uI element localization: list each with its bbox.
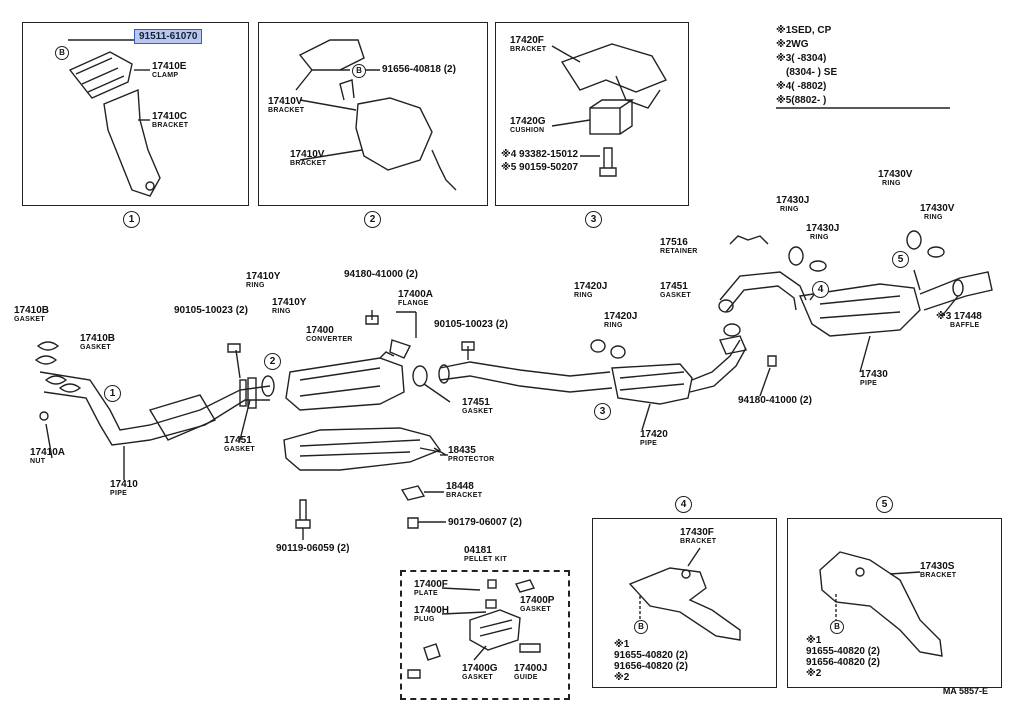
legend-line-4: ※4( -8802)	[776, 81, 827, 92]
bracket-f-shape	[560, 43, 668, 93]
panel-1-frame	[22, 22, 249, 206]
clamp-shape	[68, 51, 133, 99]
converter-body	[285, 357, 405, 411]
front-converter	[148, 394, 217, 441]
legend-line-1: ※1SED, CP	[776, 25, 832, 36]
part-label-94180-right[interactable]: 94180-41000 (2)	[738, 395, 812, 406]
panel4-nut-91656[interactable]: 91656-40820 (2)	[614, 661, 688, 672]
panel-3-frame	[495, 22, 689, 206]
pellet-kit-frame	[400, 570, 570, 700]
part-label-90105-left[interactable]: 90105-10023 (2)	[174, 305, 248, 316]
panel-number-3: 3	[585, 211, 602, 228]
bracket-v-bottom	[355, 97, 433, 171]
part-label-90179-06007[interactable]: 90179-06007 (2)	[448, 517, 522, 528]
callout-5: 5	[892, 251, 909, 268]
part-label-90159-50207[interactable]: ※5 90159-50207	[501, 162, 579, 173]
panel-4-frame	[592, 518, 777, 688]
panel-number-5: 5	[876, 496, 893, 513]
panel5-bolt-91655[interactable]: 91655-40820 (2)	[806, 646, 880, 657]
callout-1: 1	[104, 385, 121, 402]
protector-shape	[283, 427, 442, 471]
callout-3: 3	[594, 403, 611, 420]
panel-5-frame	[787, 518, 1002, 688]
legend-line-3b: (8304- ) SE	[786, 67, 838, 78]
part-label-93382-15012[interactable]: ※4 93382-15012	[501, 149, 579, 160]
front-pipe	[39, 371, 271, 431]
part-label-90105-right[interactable]: 90105-10023 (2)	[434, 319, 508, 330]
legend: ※1SED, CP ※2WG ※3( -8304) (8304- ) SE ※4…	[776, 24, 837, 108]
center-pipe	[439, 361, 611, 377]
tail-pipe-upper	[719, 271, 807, 301]
bracket-shape	[103, 88, 161, 197]
part-label-91656-40818[interactable]: 91656-40818 (2)	[382, 64, 456, 75]
sub-muffler	[611, 363, 693, 405]
callout-2: 2	[264, 353, 281, 370]
b-mark-panel1: B	[55, 46, 69, 60]
legend-line-2: ※2WG	[776, 39, 809, 50]
panel-number-4: 4	[675, 496, 692, 513]
legend-line-5: ※5(8802- )	[776, 95, 827, 106]
callout-4: 4	[812, 281, 829, 298]
bracket-430f-shape	[628, 567, 741, 641]
highlighted-part-number[interactable]: 91511-61070	[134, 29, 203, 44]
panel-number-1: 1	[123, 211, 140, 228]
part-label-94180-top[interactable]: 94180-41000 (2)	[344, 269, 418, 280]
cushion-shape	[589, 107, 621, 135]
b-mark-panel2: B	[352, 64, 366, 78]
b-mark-panel5: B	[830, 620, 844, 634]
part-label-90119-06059[interactable]: 90119-06059 (2)	[276, 543, 350, 554]
panel5-note-2: ※2	[806, 668, 822, 679]
panel4-note-2: ※2	[614, 672, 630, 683]
b-mark-panel4: B	[634, 620, 648, 634]
panel-number-2: 2	[364, 211, 381, 228]
legend-line-3a: ※3( -8304)	[776, 53, 827, 64]
panel5-nut-91656[interactable]: 91656-40820 (2)	[806, 657, 880, 668]
panel4-note-1: ※1	[614, 639, 630, 650]
panel5-note-1: ※1	[806, 635, 822, 646]
panel-2-frame	[258, 22, 488, 206]
panel4-bolt-91655[interactable]: 91655-40820 (2)	[614, 650, 688, 661]
diagram-code: MA 5857-E	[942, 686, 988, 696]
main-muffler	[798, 283, 921, 337]
